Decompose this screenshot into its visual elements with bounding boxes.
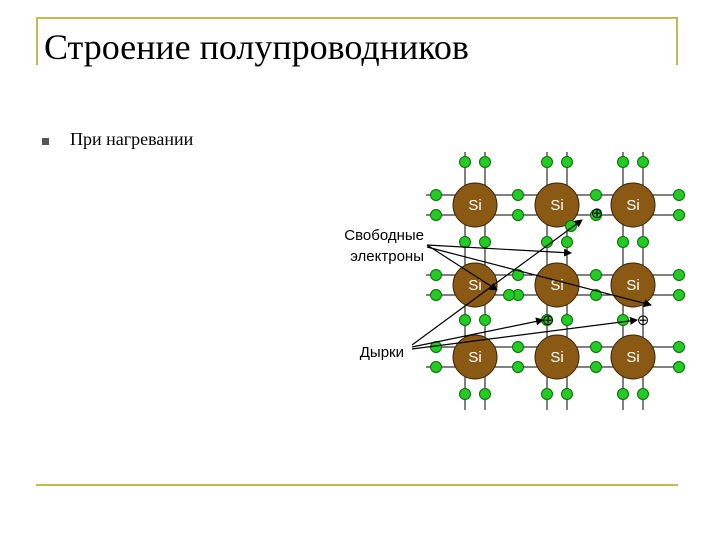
valence-electron [590,361,602,373]
valence-electron [561,236,573,248]
free-electrons-label-line2: электроны [350,248,424,265]
valence-electron [430,189,442,201]
valence-electron [617,388,629,400]
valence-electron [430,289,442,301]
hole-icon: ⊕ [542,311,555,329]
frame-top-line [36,17,678,19]
valence-electron [617,156,629,168]
si-atom [610,334,656,380]
valence-electron [512,269,524,281]
valence-electron [430,361,442,373]
si-atom [534,334,580,380]
valence-electron [459,388,471,400]
valence-electron [590,269,602,281]
valence-electron [512,189,524,201]
si-atom-label: Si [468,349,481,366]
si-atom [534,262,580,308]
si-atom-label: Si [468,197,481,214]
si-atom [452,182,498,228]
annotation-arrow [411,316,638,350]
valence-electron [673,209,685,221]
valence-electron [673,289,685,301]
annotation-arrow [426,244,572,257]
valence-electron [512,361,524,373]
annotation-arrow [411,317,544,348]
si-atom [534,182,580,228]
si-atom-label: Si [626,277,639,294]
frame-bottom-line [36,484,678,486]
valence-electron [479,156,491,168]
annotation-arrows [411,219,652,350]
slide-title: Строение полупроводников [44,27,469,67]
valence-electron [590,209,602,221]
lattice-electrons [430,156,685,400]
si-atom [610,182,656,228]
valence-electron [459,236,471,248]
si-atom-label: Si [550,197,563,214]
si-atom-label: Si [468,277,481,294]
valence-electron [637,156,649,168]
si-atom [610,262,656,308]
hole-icon: ⊕ [591,204,604,222]
bullet-text: При нагревании [70,129,194,149]
frame-right-line [676,17,678,65]
holes-label: Дырки [360,344,404,361]
valence-electron [673,189,685,201]
free-electron [503,289,515,301]
valence-electron [430,209,442,221]
bullet-square-icon [42,138,49,145]
valence-electron [561,156,573,168]
si-atom-label: Si [626,197,639,214]
valence-electron [459,156,471,168]
valence-electron [637,236,649,248]
free-electrons-label-line1: Свободные [344,227,424,244]
valence-electron [561,388,573,400]
si-atom-label: Si [550,349,563,366]
valence-electron [459,314,471,326]
valence-electron [541,388,553,400]
valence-electron [590,289,602,301]
valence-electron [617,314,629,326]
valence-electron [541,156,553,168]
valence-electron [637,388,649,400]
annotation-arrow [411,219,583,346]
valence-electron [590,189,602,201]
valence-electron [479,314,491,326]
valence-electron [561,314,573,326]
valence-electron [479,388,491,400]
valence-electron [673,361,685,373]
hole-icon: ⊕ [637,311,650,329]
valence-electron [512,341,524,353]
valence-electron [512,209,524,221]
lattice-holes: ⊕ ⊕ ⊕ [542,204,650,329]
valence-electron [617,236,629,248]
annotation-arrow [426,246,652,308]
annotation-arrow [426,244,498,291]
valence-electron [479,236,491,248]
frame-left-line [36,17,38,65]
valence-electron [590,341,602,353]
valence-electron [673,269,685,281]
si-atom-label: Si [626,349,639,366]
valence-electron [673,341,685,353]
si-atom [452,334,498,380]
valence-electron [430,269,442,281]
